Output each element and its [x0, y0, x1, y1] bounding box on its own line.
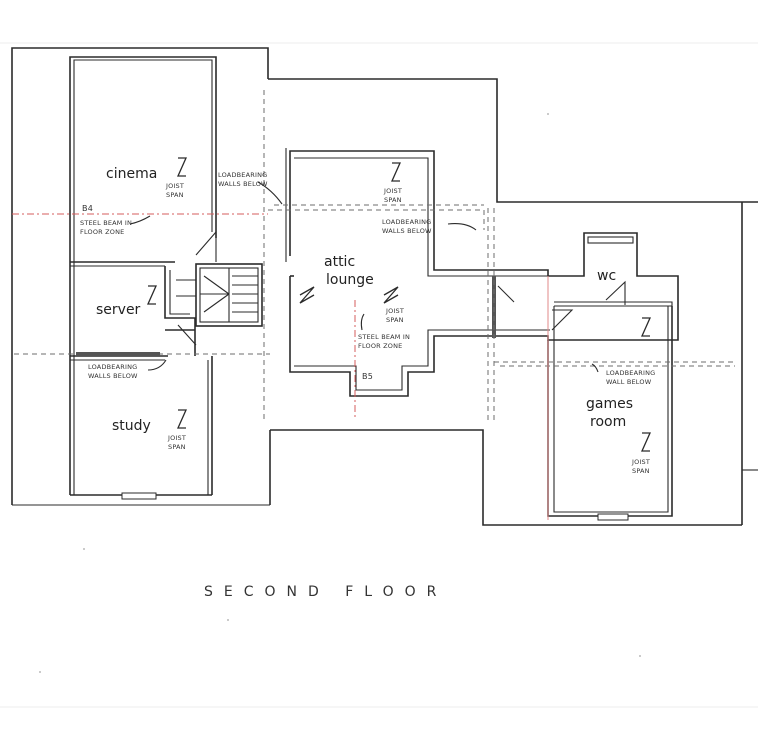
note-steel-beam-center-2: FLOOR ZONE [358, 342, 402, 350]
joist-symbol-cinema [176, 157, 188, 177]
note-joist-cinema: JOIST [165, 182, 184, 190]
note-span-cinema: SPAN [166, 191, 184, 199]
note-steel-beam-center-1: STEEL BEAM IN [358, 333, 410, 341]
note-span-lounge-top: SPAN [384, 196, 402, 204]
note-loadbearing-study-1: LOADBEARING [88, 363, 137, 371]
joist-symbol-games-top [640, 317, 652, 337]
note-beam-b4: B4 [82, 204, 93, 213]
paper-specks [39, 113, 641, 673]
note-loadbearing-study-2: WALLS BELOW [88, 372, 138, 380]
joist-symbol-lounge-top [390, 162, 402, 182]
note-steel-beam-left-2: FLOOR ZONE [80, 228, 124, 236]
note-joist-games: JOIST [631, 458, 650, 466]
room-label-study: study [112, 418, 151, 434]
staircase [176, 263, 263, 327]
drawing-title: SECOND FLOOR [204, 584, 447, 600]
leader-arrows [129, 181, 599, 373]
joist-symbol-server [146, 285, 158, 305]
note-joist-lounge: JOIST [385, 307, 404, 315]
left-wing-walls [11, 47, 271, 506]
note-span-lounge: SPAN [386, 316, 404, 324]
room-label-cinema: cinema [106, 166, 157, 182]
door-swings [177, 230, 626, 346]
room-label-games: games [586, 396, 633, 412]
room-label-lounge: lounge [326, 272, 374, 288]
note-loadbearing-center-1: LOADBEARING [382, 218, 431, 226]
note-joist-lounge-top: JOIST [383, 187, 402, 195]
note-loadbearing-games-1: LOADBEARING [606, 369, 655, 377]
note-loadbearing-left-2: WALLS BELOW [218, 180, 268, 188]
joist-symbol-study [176, 409, 188, 429]
central-wing-walls [268, 78, 758, 526]
note-joist-study: JOIST [167, 434, 186, 442]
joist-symbol-lounge-right [383, 286, 399, 304]
note-span-games: SPAN [632, 467, 650, 475]
note-loadbearing-games-2: WALL BELOW [606, 378, 652, 386]
joist-symbol-games [640, 432, 652, 452]
joist-symbol-lounge-left [299, 286, 315, 304]
joist-span-symbols [146, 157, 652, 452]
note-span-study: SPAN [168, 443, 186, 451]
room-label-attic: attic [324, 254, 355, 270]
note-beam-b5: B5 [362, 372, 373, 381]
room-label-room: room [590, 414, 626, 430]
room-label-server: server [96, 302, 141, 318]
steel-beams [12, 213, 549, 520]
note-loadbearing-center-2: WALLS BELOW [382, 227, 432, 235]
note-loadbearing-left-1: LOADBEARING [218, 171, 267, 179]
loadbearing-dashed-lines [14, 90, 735, 420]
note-steel-beam-left-1: STEEL BEAM IN [80, 219, 132, 227]
room-label-wc: wc [597, 268, 616, 284]
